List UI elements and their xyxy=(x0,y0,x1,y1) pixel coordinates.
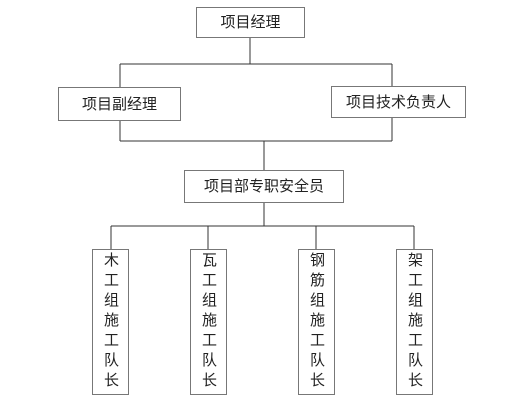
node-deputy-manager: 项目副经理 xyxy=(58,87,181,121)
node-carpentry-team-leader-label: 木工组施工队长 xyxy=(102,252,120,392)
node-masonry-team-leader: 瓦工组施工队长 xyxy=(190,249,227,395)
node-scaffolding-team-leader: 架工组施工队长 xyxy=(396,249,433,395)
node-rebar-team-leader-label: 钢筋组施工队长 xyxy=(308,252,326,392)
node-masonry-team-leader-label: 瓦工组施工队长 xyxy=(200,252,218,392)
node-carpentry-team-leader: 木工组施工队长 xyxy=(92,249,129,395)
node-technical-lead: 项目技术负责人 xyxy=(331,86,466,118)
node-scaffolding-team-leader-label: 架工组施工队长 xyxy=(406,252,424,392)
node-safety-officer: 项目部专职安全员 xyxy=(184,170,344,203)
node-rebar-team-leader: 钢筋组施工队长 xyxy=(298,249,335,395)
node-project-manager: 项目经理 xyxy=(196,7,305,38)
